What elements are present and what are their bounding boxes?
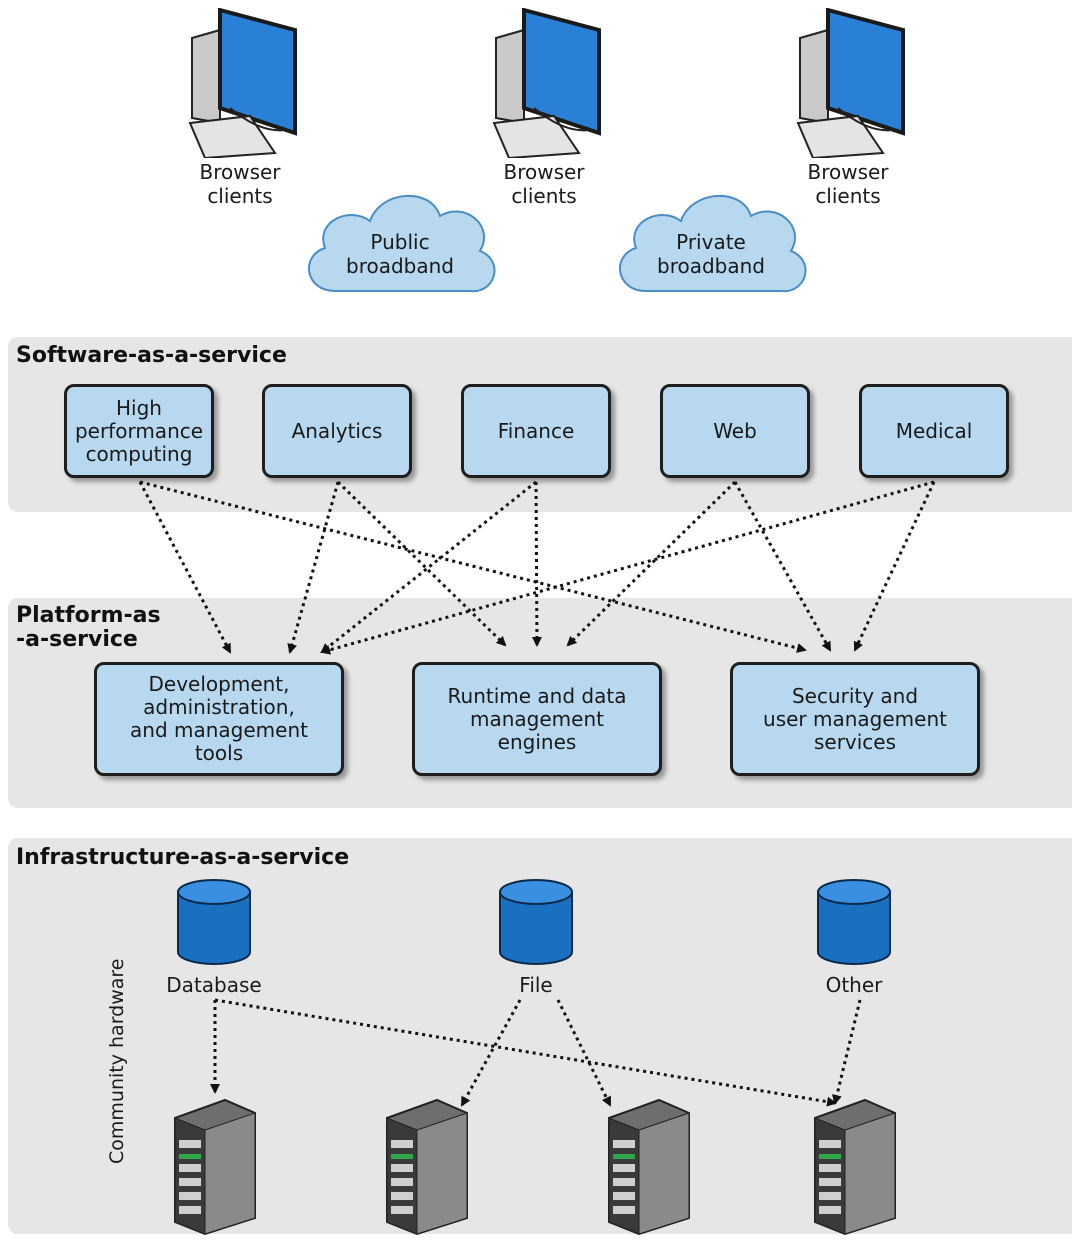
server-icon [810,1098,900,1240]
client-label: Browser clients [807,160,889,208]
server-icon [382,1098,472,1240]
saas-box-analytics: Analytics [262,384,412,478]
dependency-arrow [287,481,340,654]
box-label: Runtime and data management engines [447,683,627,754]
network-label: Public broadband [346,230,454,278]
dependency-arrow [139,480,807,653]
saas-box-web: Web [660,384,810,478]
client-label: Browser clients [503,160,585,208]
computer-icon [484,7,614,162]
database-icon [816,878,892,972]
box-label: Analytics [291,418,383,443]
storage-label: Database [166,973,262,997]
iaas-title: Infrastructure-as-a-service [16,845,350,870]
client-label: Browser clients [199,160,281,208]
storage-label: File [519,973,553,997]
dependency-arrow [336,480,507,647]
storage-arrow [460,999,522,1107]
saas-box-medical: Medical [859,384,1009,478]
saas-title: Software-as-a-service [16,343,287,368]
cloud-icon [606,176,816,310]
database-icon [498,878,574,972]
saas-box-finance: Finance [461,384,611,478]
paas-box-dev-tools: Development, administration, and managem… [94,662,344,776]
dependency-arrow [531,481,542,647]
dependency-arrow [320,480,935,655]
box-label: Security and user management services [763,683,947,754]
storage-arrow [832,999,862,1105]
computer-icon [180,7,310,162]
paas-box-runtime: Runtime and data management engines [412,662,662,776]
saas-box-hpc: High performance computing [64,384,214,478]
box-label: Finance [497,418,575,443]
box-label: Development, administration, and managem… [130,672,308,765]
dependency-arrow [566,480,737,647]
box-label: High performance computing [74,395,204,466]
dependency-arrow [320,480,537,654]
network-label: Private broadband [657,230,765,278]
paas-title: Platform-as -a-service [16,603,161,652]
cloud-icon [295,176,505,310]
server-icon [170,1098,260,1240]
paas-box-security: Security and user management services [730,662,980,776]
box-label: Web [713,418,757,443]
storage-arrow [556,999,612,1107]
server-icon [604,1098,694,1240]
dependency-arrow [138,481,232,654]
storage-arrow [214,998,837,1107]
storage-label: Other [825,973,883,997]
database-icon [176,878,252,972]
box-label: Medical [895,418,973,443]
computer-icon [788,7,918,162]
dependency-arrow [733,481,832,652]
dependency-arrow [853,481,936,652]
